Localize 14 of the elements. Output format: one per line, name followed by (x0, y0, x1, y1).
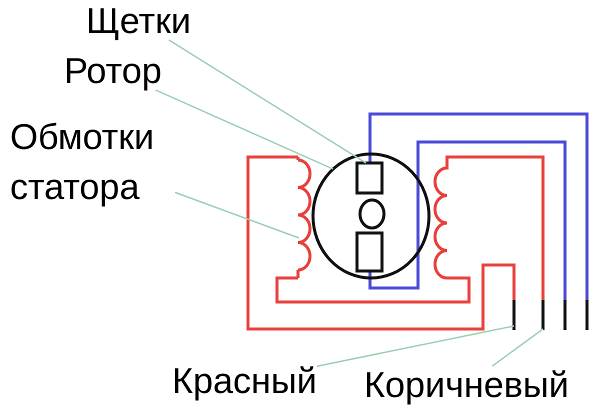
leader-line (155, 89, 334, 170)
leader-line (316, 325, 514, 367)
part-label: Щетки (86, 2, 191, 40)
leader-line (492, 328, 544, 367)
rotor-circle (312, 152, 430, 280)
stator-coil (296, 158, 312, 272)
part-label: Красный (172, 362, 317, 400)
terminal-lead (512, 300, 516, 330)
leader-line (168, 39, 366, 164)
terminal-lead (542, 300, 544, 330)
part-label: Обмотки статора (10, 112, 175, 212)
brush-block (356, 162, 384, 194)
part-label: Ротор (64, 52, 162, 90)
part-label: Коричневый (364, 366, 569, 404)
